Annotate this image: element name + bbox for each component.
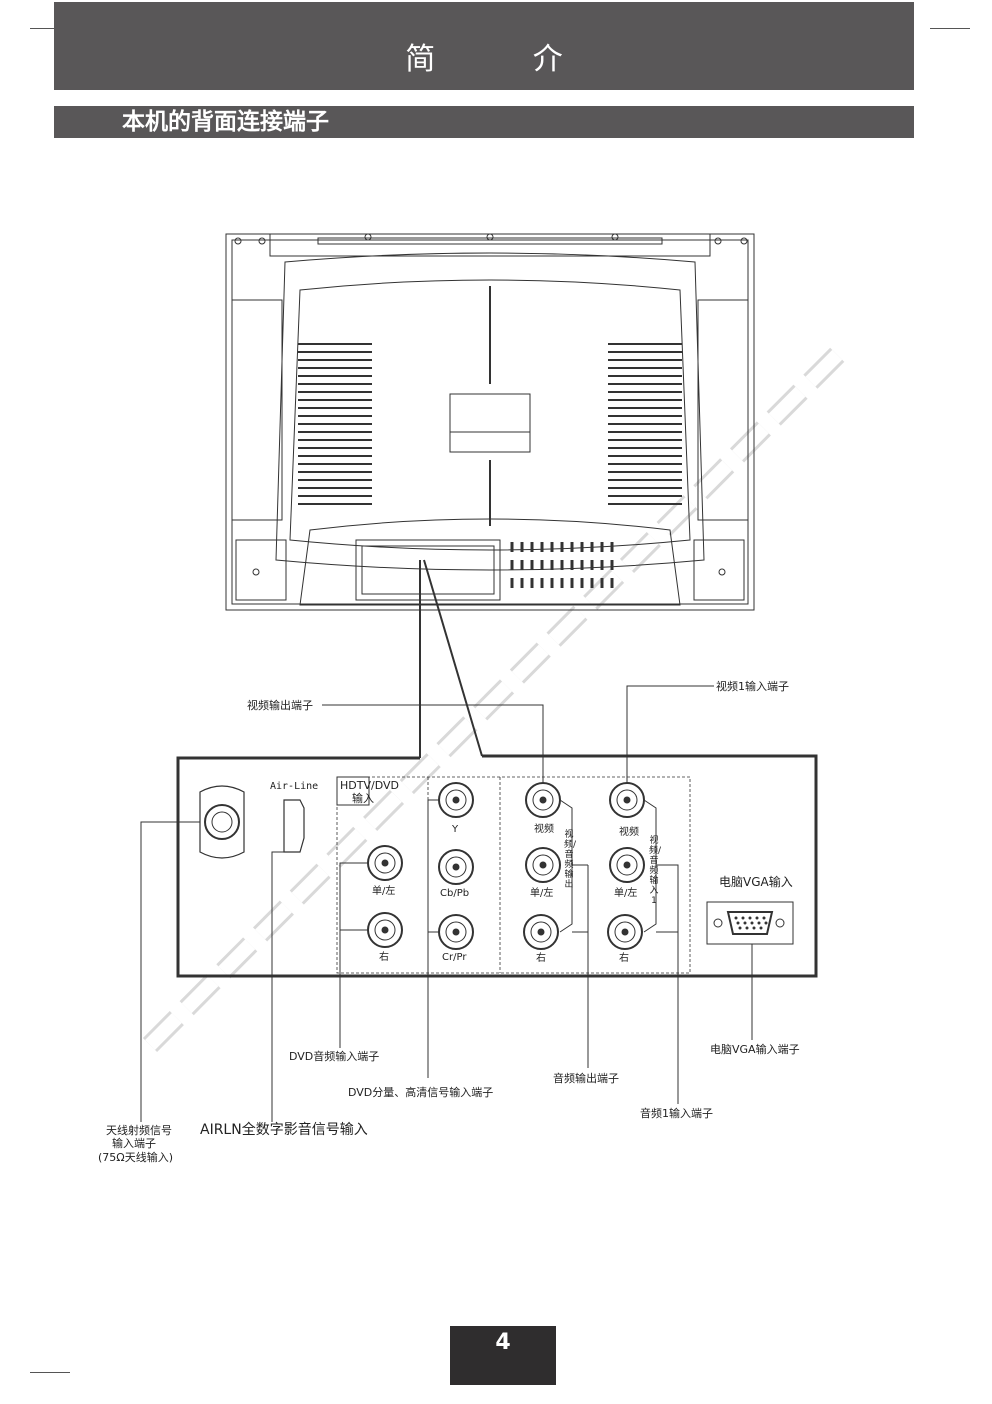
- port-cb-pb-label: Cb/Pb: [440, 888, 470, 899]
- jack-cr-pr: [438, 914, 474, 950]
- page-number: 4: [495, 1330, 511, 1355]
- jack-out-right: [523, 914, 559, 950]
- callout-dvd-component-input: DVD分量、高清信号输入端子: [348, 1086, 494, 1099]
- dvd-right-label: 右: [379, 952, 389, 963]
- watermark: [142, 344, 848, 1053]
- out-video-label: 视频: [534, 824, 554, 835]
- in1-right-label: 右: [619, 953, 629, 964]
- section-title: 本机的背面连接端子: [122, 109, 329, 135]
- crop-mark-bottom-left: [30, 1372, 70, 1373]
- title-bar: 简 介: [54, 2, 914, 90]
- lower-vent-grid: [510, 542, 614, 588]
- out-vertical-label: 视频/音频输出: [564, 830, 577, 890]
- callout-antenna-line2: 输入端子: [112, 1137, 156, 1150]
- antenna-jack: [199, 785, 245, 859]
- page-number-box: 4: [450, 1326, 556, 1385]
- in1-left-label: 单/左: [614, 888, 638, 899]
- out-right-label: 右: [536, 953, 546, 964]
- port-cr-pr-label: Cr/Pr: [442, 952, 467, 963]
- callout-airln: AIRLN全数字影音信号输入: [200, 1122, 368, 1138]
- crop-mark-top-left: [30, 28, 70, 29]
- callout-video-output: 视频输出端子: [247, 699, 313, 712]
- jack-in1-video: [609, 782, 645, 818]
- callout-antenna-line3: (75Ω天线输入): [98, 1151, 173, 1164]
- crop-mark-top-right: [930, 28, 970, 29]
- jack-y: [438, 782, 474, 818]
- in1-video-label: 视频: [619, 827, 639, 838]
- port-y-label: Y: [452, 824, 459, 835]
- jack-cb-pb: [438, 849, 474, 885]
- callout-audio-output: 音频输出端子: [553, 1072, 619, 1085]
- vent-slots: [298, 343, 682, 505]
- callout-antenna-line1: 天线射频信号: [106, 1124, 172, 1137]
- dvd-left-label: 单/左: [372, 886, 396, 897]
- zoom-lines: [419, 559, 483, 758]
- jack-in1-right: [607, 914, 643, 950]
- grouping-brackets: [339, 799, 679, 933]
- hdtv-input-label: 输入: [352, 792, 374, 805]
- tv-rear-view: [225, 233, 755, 611]
- callout-video1-input: 视频1输入端子: [716, 680, 789, 693]
- air-line-port: [283, 799, 305, 853]
- rca-jacks: [367, 782, 645, 950]
- callout-dvd-audio-input: DVD音频输入端子: [289, 1050, 380, 1063]
- jack-out-video: [525, 782, 561, 818]
- jack-out-left: [525, 847, 561, 883]
- section-bar: 本机的背面连接端子: [54, 106, 914, 138]
- callout-pc-vga-input: 电脑VGA输入端子: [710, 1043, 800, 1056]
- in1-vertical-label: 视频/音频输入1: [649, 836, 662, 906]
- jack-in1-left: [609, 847, 645, 883]
- hdtv-dvd-label: HDTV/DVD: [340, 779, 399, 792]
- page-title: 简 介: [405, 42, 607, 77]
- vga-title-label: 电脑VGA输入: [719, 875, 793, 889]
- out-left-label: 单/左: [530, 888, 554, 899]
- callout-audio1-input: 音频1输入端子: [640, 1107, 713, 1120]
- vga-port: [706, 901, 794, 945]
- jack-dvd-right: [367, 912, 403, 948]
- jack-dvd-left: [367, 845, 403, 881]
- callout-leaders: [140, 685, 753, 1122]
- air-line-label: Air-Line: [270, 781, 319, 792]
